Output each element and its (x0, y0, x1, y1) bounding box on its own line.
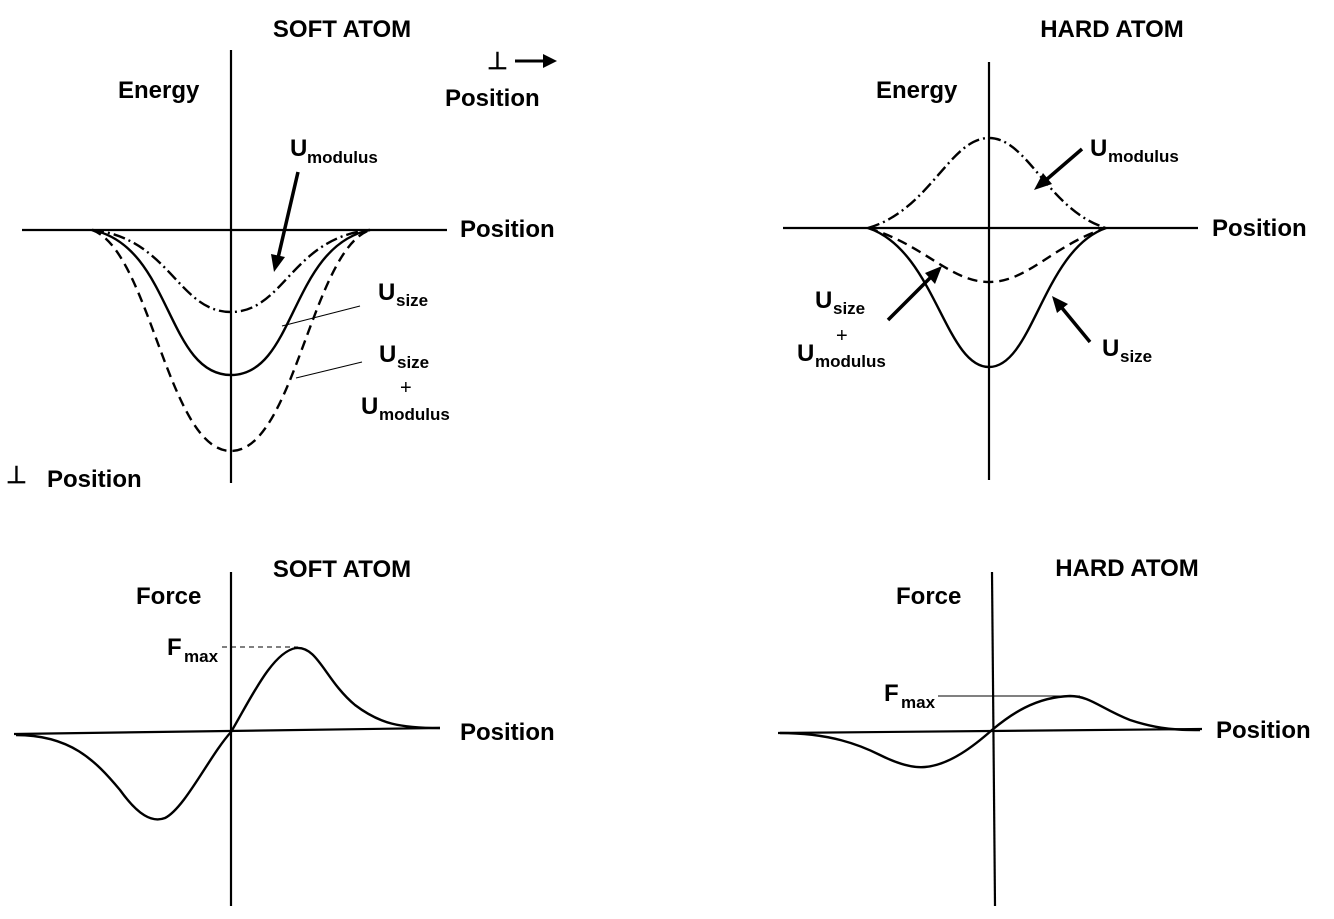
u-size-pointer-arrow-icon (1052, 296, 1092, 344)
y-axis-label: Force (136, 583, 201, 610)
svg-text:U: U (378, 279, 395, 306)
svg-text:+: + (400, 377, 412, 399)
fmax-label: F max (167, 634, 219, 666)
u-size-label: U size (378, 279, 428, 310)
y-axis-label: Energy (876, 77, 958, 104)
perp-arrow-icon (515, 54, 557, 68)
perp-symbol: ⊥ (487, 48, 508, 75)
curve-u-modulus (867, 136, 1107, 230)
u-modulus-label: U modulus (1090, 135, 1179, 166)
u-modulus-label: U modulus (290, 135, 378, 167)
u-sum-label: U size + U modulus (797, 287, 886, 371)
panel-hard-energy: HARD ATOM Energy Position U modulus U si… (783, 16, 1307, 480)
u-modulus-pointer-arrow-icon (271, 171, 300, 272)
curve-force (15, 646, 441, 821)
u-modulus-pointer-arrow-icon (1034, 147, 1084, 190)
perp-symbol-bottom: ⊥ (6, 462, 27, 489)
panel-title: HARD ATOM (1055, 555, 1199, 582)
panel-title: SOFT ATOM (273, 556, 411, 583)
svg-text:U: U (815, 287, 832, 314)
curve-u-size-plus-u-modulus (867, 226, 1107, 284)
u-size-label: U size (1102, 335, 1152, 366)
u-size-leader-line (281, 305, 361, 327)
svg-text:F: F (167, 634, 182, 661)
x-axis-label: Position (460, 719, 555, 746)
x-axis-label: Position (1216, 717, 1311, 744)
x-axis-label: Position (460, 216, 555, 243)
panel-soft-energy: SOFT ATOM Energy ⊥ Position Position U m… (6, 16, 557, 493)
y-axis-label: Force (896, 583, 961, 610)
curve-u-size (91, 228, 371, 377)
svg-text:U: U (379, 341, 396, 368)
svg-text:U: U (1102, 335, 1119, 362)
svg-text:modulus: modulus (307, 148, 378, 167)
svg-text:U: U (797, 340, 814, 367)
panel-soft-force: SOFT ATOM Force Position F max (13, 556, 555, 906)
panel-title: HARD ATOM (1040, 16, 1184, 43)
svg-text:size: size (1120, 347, 1152, 366)
panel-title: SOFT ATOM (273, 16, 411, 43)
u-sum-label: U size + U modulus (361, 341, 450, 424)
svg-text:U: U (361, 393, 378, 420)
svg-text:size: size (833, 299, 865, 318)
svg-text:U: U (1090, 135, 1107, 162)
y-axis (990, 571, 997, 907)
curve-u-modulus (91, 228, 371, 314)
svg-text:max: max (901, 693, 936, 712)
curve-u-size (867, 226, 1107, 369)
u-sum-leader-line (295, 361, 363, 379)
x-axis-label: Position (1212, 215, 1307, 242)
svg-text:+: + (836, 325, 848, 347)
svg-text:max: max (184, 647, 219, 666)
svg-text:modulus: modulus (815, 352, 886, 371)
svg-text:modulus: modulus (1108, 147, 1179, 166)
svg-text:U: U (290, 135, 307, 162)
u-sum-pointer-arrow-icon (886, 266, 942, 322)
svg-text:modulus: modulus (379, 405, 450, 424)
perp-position-label-top: Position (445, 85, 540, 112)
y-axis-label: Energy (118, 77, 200, 104)
curve-force (779, 694, 1201, 769)
svg-text:size: size (397, 353, 429, 372)
perp-position-label-bottom: Position (47, 466, 142, 493)
x-axis (13, 726, 441, 736)
panel-hard-force: HARD ATOM Force Position F max (777, 555, 1311, 907)
fmax-label: F max (884, 680, 936, 712)
svg-text:size: size (396, 291, 428, 310)
svg-text:F: F (884, 680, 899, 707)
